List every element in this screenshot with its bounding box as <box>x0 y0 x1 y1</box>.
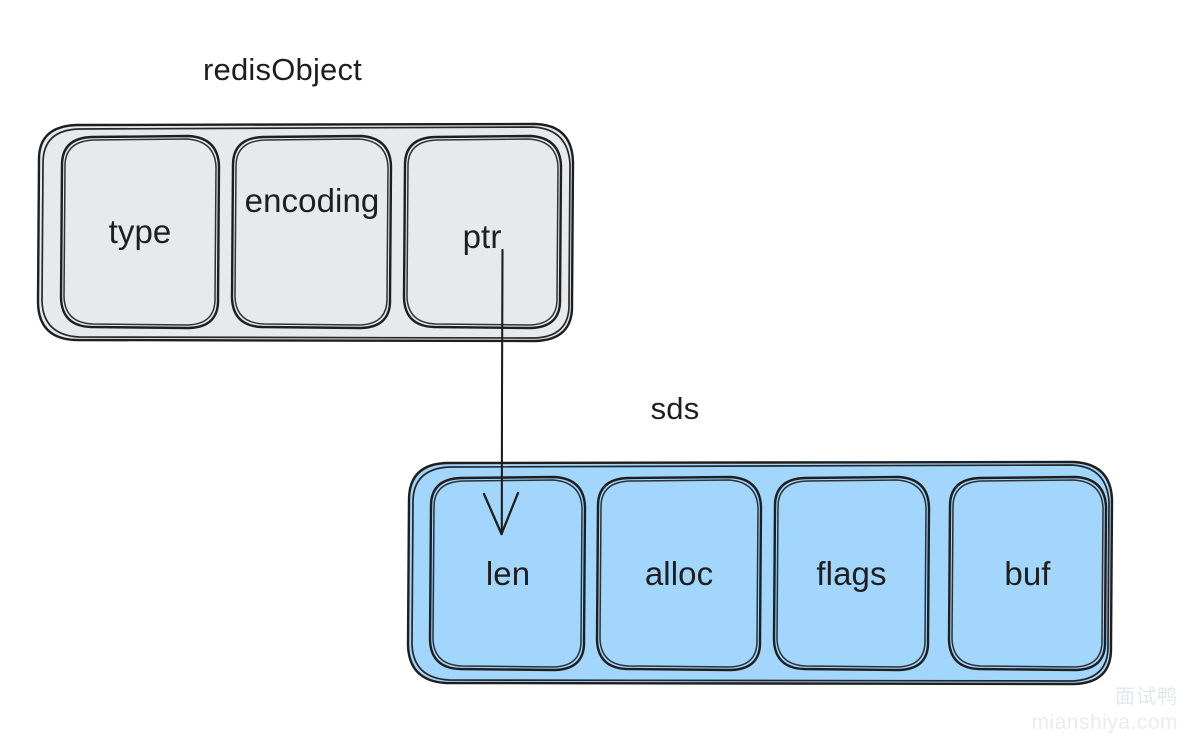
watermark-brand: 面试鸭 <box>1115 685 1178 708</box>
field-box-flags <box>772 475 931 672</box>
watermark-url: mianshiya.com <box>1031 710 1178 734</box>
struct-title-redisobject: redisObject <box>203 52 362 87</box>
field-box-type <box>59 134 221 330</box>
field-box-encoding <box>230 134 393 330</box>
struct-title-sds: sds <box>650 391 700 426</box>
field-box-ptr <box>402 134 563 330</box>
field-box-alloc <box>595 475 763 672</box>
watermark: 面试鸭 mianshiya.com <box>1031 685 1178 736</box>
field-box-buf <box>947 475 1108 672</box>
field-box-len <box>428 475 587 672</box>
pointer-arrow-ptr-to-len <box>482 248 520 536</box>
